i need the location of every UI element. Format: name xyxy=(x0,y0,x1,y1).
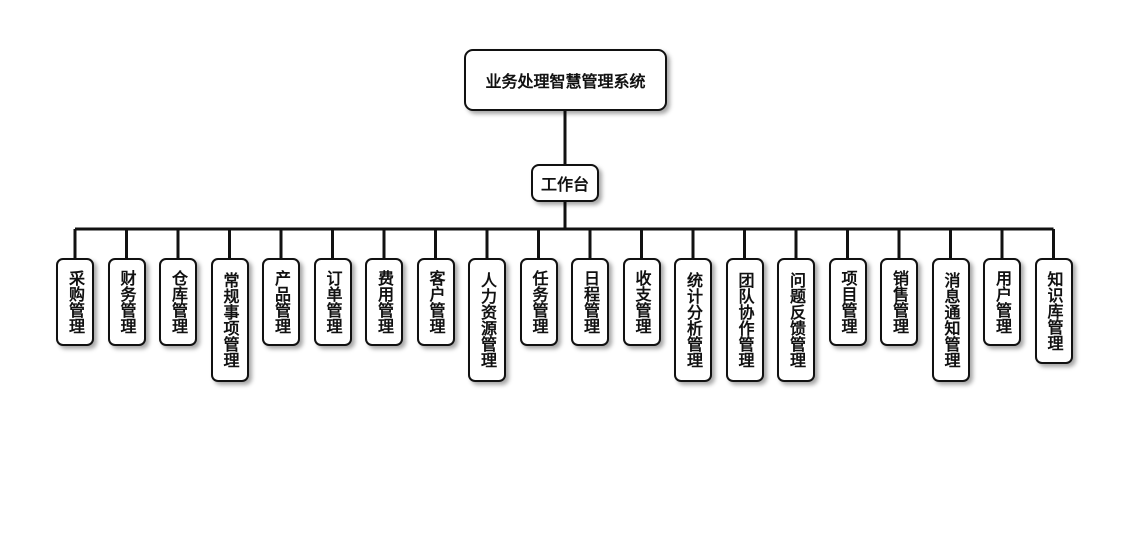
module-label: 消息通知管理 xyxy=(941,272,961,368)
module-label: 项目管理 xyxy=(838,270,858,334)
module-label: 费用管理 xyxy=(375,270,394,334)
module-label: 财务管理 xyxy=(117,270,137,334)
module-node: 人力资源管理 xyxy=(468,258,506,382)
module-node: 常规事项管理 xyxy=(210,258,249,382)
module-label: 收支管理 xyxy=(632,270,652,334)
module-label: 采购管理 xyxy=(66,270,85,334)
module-node: 团队协作管理 xyxy=(725,258,764,382)
module-label: 知识库管理 xyxy=(1044,271,1064,351)
module-label: 人力资源管理 xyxy=(478,272,497,368)
module-node: 销售管理 xyxy=(880,258,918,346)
module-node: 客户管理 xyxy=(416,258,455,346)
module-node: 知识库管理 xyxy=(1034,258,1073,364)
module-node: 订单管理 xyxy=(313,258,352,346)
module-node: 产品管理 xyxy=(262,258,300,346)
hub-node: 工作台 xyxy=(531,164,599,202)
module-node: 日程管理 xyxy=(571,258,609,346)
module-label: 用户管理 xyxy=(993,270,1012,334)
module-node: 统计分析管理 xyxy=(674,258,712,382)
module-node: 采购管理 xyxy=(56,258,94,346)
root-node: 业务处理智慧管理系统 xyxy=(464,49,667,111)
module-node: 项目管理 xyxy=(828,258,867,346)
module-node: 财务管理 xyxy=(107,258,146,346)
module-label: 销售管理 xyxy=(890,270,909,334)
module-label: 统计分析管理 xyxy=(684,272,703,368)
module-label: 产品管理 xyxy=(272,270,291,334)
module-node: 收支管理 xyxy=(622,258,661,346)
module-label: 日程管理 xyxy=(581,270,600,334)
module-label: 订单管理 xyxy=(323,270,343,334)
module-node: 费用管理 xyxy=(365,258,403,346)
module-node: 仓库管理 xyxy=(159,258,197,346)
module-label: 客户管理 xyxy=(426,270,446,334)
module-node: 问题反馈管理 xyxy=(777,258,815,382)
module-label: 常规事项管理 xyxy=(220,272,240,368)
module-node: 任务管理 xyxy=(519,258,558,346)
module-label: 仓库管理 xyxy=(169,270,188,334)
module-node: 用户管理 xyxy=(983,258,1021,346)
root-label: 业务处理智慧管理系统 xyxy=(485,72,646,91)
module-node: 消息通知管理 xyxy=(931,258,970,382)
hub-label: 工作台 xyxy=(540,175,589,194)
module-label: 团队协作管理 xyxy=(735,272,755,368)
module-label: 问题反馈管理 xyxy=(787,272,806,368)
module-label: 任务管理 xyxy=(529,270,549,334)
